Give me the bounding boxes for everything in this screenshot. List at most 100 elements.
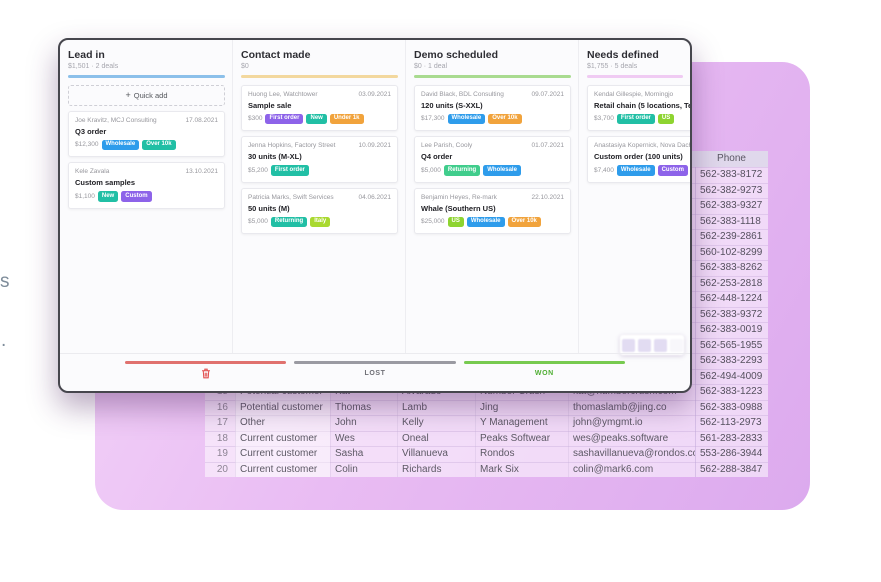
deal-value: $3,700: [594, 115, 614, 123]
deal-contact: Benjamin Heyes, Re-mark: [421, 193, 497, 201]
email-cell[interactable]: colin@mark6.com: [568, 461, 695, 477]
deal-card[interactable]: Kendal Gillespie, Morningjo Retail chain…: [587, 84, 690, 131]
company-cell[interactable]: Peaks Softwear: [475, 430, 568, 446]
phone-cell[interactable]: 562-383-1118: [695, 213, 768, 229]
first-name-cell[interactable]: Colin: [330, 461, 397, 477]
deal-value: $5,000: [421, 166, 441, 174]
deal-card[interactable]: Benjamin Heyes, Re-mark 22.10.2021 Whale…: [414, 187, 571, 234]
phone-cell[interactable]: 562-383-0019: [695, 322, 768, 338]
deal-value: $12,300: [75, 141, 99, 149]
deal-tag: Wholesale: [101, 139, 140, 150]
phone-cell[interactable]: 562-239-2861: [695, 229, 768, 245]
won-drop-zone[interactable]: WON: [463, 361, 625, 380]
phone-cell[interactable]: 553-286-3944: [695, 446, 768, 462]
phone-cell[interactable]: 562-383-0988: [695, 399, 768, 415]
phone-cell[interactable]: 562-383-9327: [695, 198, 768, 214]
deal-date: 01.07.2021: [531, 142, 564, 149]
customer-type-cell[interactable]: Current customer: [235, 446, 330, 462]
deal-card[interactable]: Anastasiya Kopernick, Nova Dacha Custom …: [587, 136, 690, 183]
customer-type-cell[interactable]: Current customer: [235, 461, 330, 477]
phone-cell[interactable]: 562-494-4009: [695, 368, 768, 384]
deal-value: $300: [248, 115, 263, 123]
column-summary: $0: [241, 63, 249, 70]
first-name-cell[interactable]: John: [330, 415, 397, 431]
company-cell[interactable]: Mark Six: [475, 461, 568, 477]
won-label: WON: [534, 370, 554, 377]
customer-type-cell[interactable]: Current customer: [235, 430, 330, 446]
deal-value: $5,000: [248, 218, 268, 226]
deal-card[interactable]: Jenna Hopkins, Factory Street 10.09.2021…: [241, 136, 398, 183]
last-name-cell[interactable]: Lamb: [397, 399, 475, 415]
deal-card[interactable]: Joe Kravitz, MCJ Consulting 17.08.2021 Q…: [68, 110, 225, 157]
table-row[interactable]: 19 Current customer Sasha Villanueva Ron…: [205, 446, 768, 462]
deal-title: Whale (Southern US): [421, 203, 496, 213]
first-name-cell[interactable]: Wes: [330, 430, 397, 446]
table-row[interactable]: 18 Current customer Wes Oneal Peaks Soft…: [205, 430, 768, 446]
control-square: [669, 338, 683, 352]
deal-card[interactable]: Huong Lee, Watchtower 03.09.2021 Sample …: [241, 84, 398, 131]
phone-cell[interactable]: 562-253-2818: [695, 275, 768, 291]
deal-tag: Over 10k: [507, 216, 541, 227]
phone-cell[interactable]: 562-565-1955: [695, 337, 768, 353]
delete-drop-zone[interactable]: [125, 361, 287, 380]
deal-date: 03.09.2021: [358, 90, 391, 98]
email-cell[interactable]: john@ymgmt.io: [568, 415, 695, 431]
company-cell[interactable]: Rondos: [475, 446, 568, 462]
last-name-cell[interactable]: Villanueva: [397, 446, 475, 462]
customer-type-cell[interactable]: Potential customer: [235, 399, 330, 415]
first-name-cell[interactable]: Thomas: [330, 399, 397, 415]
table-row[interactable]: 20 Current customer Colin Richards Mark …: [205, 461, 768, 477]
phone-cell[interactable]: 562-382-9273: [695, 182, 768, 198]
phone-cell[interactable]: 562-383-2293: [695, 353, 768, 369]
deal-card[interactable]: Lee Parish, Cooly 01.07.2021 Q4 order $5…: [414, 136, 571, 183]
deal-value: $5,200: [248, 166, 268, 174]
control-square: [621, 338, 635, 352]
phone-column-header[interactable]: Phone: [717, 153, 746, 164]
deal-title: Q3 order: [75, 126, 107, 136]
phone-cell[interactable]: 562-383-1223: [695, 384, 768, 400]
deal-title: Custom order (100 units): [594, 152, 683, 161]
lost-drop-zone[interactable]: LOST: [294, 361, 456, 380]
deal-card[interactable]: Kele Zavala 13.10.2021 Custom samples $1…: [68, 162, 225, 209]
phone-cell[interactable]: 561-283-2833: [695, 430, 768, 446]
deal-card[interactable]: Patricia Marks, Swift Services 04.06.202…: [241, 187, 398, 234]
blurred-zoom-control[interactable]: [620, 335, 684, 355]
last-name-cell[interactable]: Oneal: [397, 430, 475, 446]
phone-cell[interactable]: 560-102-8299: [695, 244, 768, 260]
deal-card[interactable]: David Black, BDL Consulting 09.07.2021 1…: [414, 84, 571, 131]
table-row[interactable]: 17 Other John Kelly Y Management john@ym…: [205, 415, 768, 431]
company-cell[interactable]: Jing: [475, 399, 568, 415]
first-name-cell[interactable]: Sasha: [330, 446, 397, 462]
deal-tag: New: [306, 113, 327, 124]
phone-cell[interactable]: 562-288-3847: [695, 461, 768, 477]
deal-value: $17,300: [421, 115, 445, 123]
deal-date: 17.08.2021: [185, 116, 218, 124]
deal-date: 09.07.2021: [531, 90, 564, 98]
row-number: 17: [216, 417, 228, 428]
column-title: Lead in: [68, 49, 105, 61]
table-row[interactable]: 16 Potential customer Thomas Lamb Jing t…: [205, 399, 768, 415]
email-cell[interactable]: sashavillanueva@rondos.com: [568, 446, 695, 462]
last-name-cell[interactable]: Richards: [397, 461, 475, 477]
pipeline-board-window: Lead in $1,501 · 2 deals + Quick add Joe…: [58, 38, 692, 393]
deal-contact: Anastasiya Kopernick, Nova Dacha: [594, 142, 690, 149]
deal-tag: Under 1k: [329, 113, 364, 124]
row-number: 19: [216, 448, 228, 459]
phone-cell[interactable]: 562-383-9372: [695, 306, 768, 322]
phone-cell[interactable]: 562-448-1224: [695, 291, 768, 307]
customer-type-cell[interactable]: Other: [235, 415, 330, 431]
quick-add-button[interactable]: + Quick add: [68, 84, 225, 106]
deal-contact: Kele Zavala: [75, 168, 110, 175]
email-cell[interactable]: wes@peaks.software: [568, 430, 695, 446]
deal-tag: Wholesale: [466, 216, 505, 227]
last-name-cell[interactable]: Kelly: [397, 415, 475, 431]
phone-cell[interactable]: 562-383-8172: [695, 167, 768, 183]
deal-tag: Wholesale: [483, 165, 521, 176]
phone-cell[interactable]: 562-113-2973: [695, 415, 768, 431]
deal-tag: Italy: [310, 216, 331, 227]
company-cell[interactable]: Y Management: [475, 415, 568, 431]
deal-tag: First order: [265, 113, 304, 124]
deal-contact: Lee Parish, Cooly: [421, 142, 473, 149]
phone-cell[interactable]: 562-383-8262: [695, 260, 768, 276]
email-cell[interactable]: thomaslamb@jing.co: [568, 399, 695, 415]
